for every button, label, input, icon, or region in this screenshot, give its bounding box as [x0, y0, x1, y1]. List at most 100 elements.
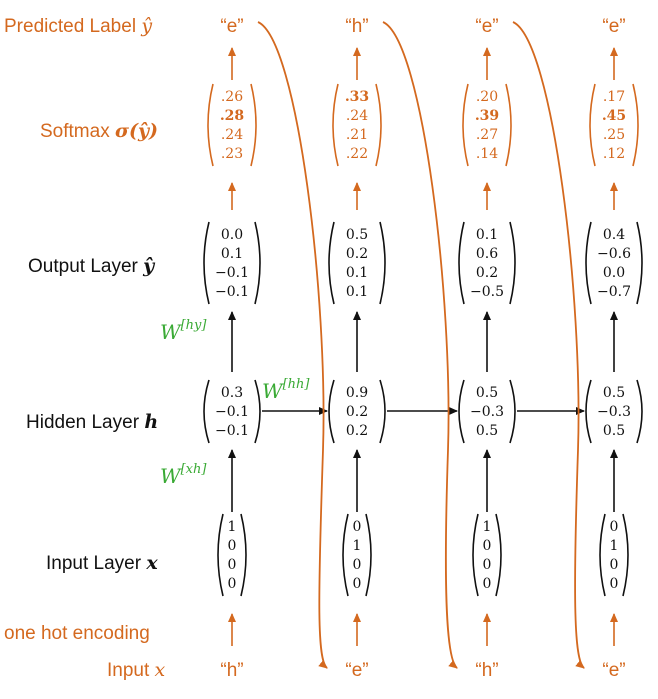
softmax-vector-value: .12 — [603, 146, 625, 162]
output-vector-right-paren — [636, 221, 643, 305]
output-vector-left-paren — [328, 221, 335, 305]
output-vector-value: 0.0 — [221, 227, 243, 243]
softmax-vector-right-paren — [250, 83, 257, 167]
input-char: “e” — [345, 660, 368, 681]
hidden-vector-right-paren — [636, 379, 643, 444]
softmax-vector-value: .27 — [476, 127, 498, 143]
softmax-vector-left-paren — [589, 83, 596, 167]
hidden-vector-right-paren — [509, 379, 516, 444]
onehot-vector-right-paren — [622, 513, 629, 597]
output-vector-right-paren — [379, 221, 386, 305]
output-vector-value: 0.0 — [603, 265, 625, 281]
output-vector-value: 0.1 — [346, 284, 368, 300]
output-vector-right-paren — [254, 221, 261, 305]
input-char-row-label: Input x — [107, 659, 166, 681]
onehot-vector-value: 1 — [353, 538, 362, 554]
weight-xh-label: W[xh] — [160, 462, 207, 488]
hidden-vector-value: −0.3 — [597, 404, 631, 420]
onehot-vector-value: 0 — [610, 557, 619, 573]
hidden-vector-value: 0.9 — [346, 385, 368, 401]
output-vector-value: −0.6 — [597, 246, 631, 262]
output-layer-row-label: Output Layer ŷ — [28, 255, 156, 277]
softmax-vector-value: .23 — [221, 146, 243, 162]
onehot-vector-value: 0 — [610, 519, 619, 535]
input-layer-row-label: Input Layer x — [46, 552, 158, 574]
softmax-vector-left-paren — [332, 83, 339, 167]
weight-hh-label: W[hh] — [262, 377, 310, 403]
softmax-vector-value: .24 — [221, 127, 243, 143]
softmax-vector-value: .24 — [346, 108, 368, 124]
feedback-curve-arrow — [382, 21, 458, 669]
output-vector-value: −0.1 — [215, 265, 249, 281]
hidden-vector-left-paren — [328, 379, 335, 444]
onehot-vector-left-paren — [342, 513, 349, 597]
onehot-vector-value: 0 — [483, 557, 492, 573]
one-hot-encoding-row-label: one hot encoding — [4, 623, 150, 644]
predicted-char: “e” — [475, 16, 498, 37]
onehot-vector-value: 0 — [228, 576, 237, 592]
output-vector-value: 0.6 — [476, 246, 498, 262]
input-char: “h” — [475, 660, 498, 681]
softmax-vector-right-paren — [632, 83, 639, 167]
feedback-curve-arrow — [257, 21, 328, 669]
hidden-vector-value: −0.1 — [215, 423, 249, 439]
predicted-char: “e” — [220, 16, 243, 37]
softmax-vector-right-paren — [505, 83, 512, 167]
softmax-vector-value: .39 — [475, 108, 499, 124]
onehot-vector-value: 1 — [610, 538, 619, 554]
hidden-vector-value: 0.3 — [221, 385, 243, 401]
onehot-vector-value: 0 — [483, 576, 492, 592]
onehot-vector-value: 1 — [483, 519, 492, 535]
hidden-vector-value: 0.2 — [346, 404, 368, 420]
onehot-vector-value: 1 — [228, 519, 237, 535]
softmax-vector-value: .14 — [476, 146, 498, 162]
hidden-vector-value: −0.3 — [470, 404, 504, 420]
hidden-vector-value: 0.2 — [346, 423, 368, 439]
hidden-layer-row-label: Hidden Layer h — [26, 411, 158, 433]
onehot-vector-value: 0 — [353, 519, 362, 535]
output-vector-value: 0.1 — [476, 227, 498, 243]
onehot-vector-right-paren — [495, 513, 502, 597]
input-char: “h” — [220, 660, 243, 681]
hidden-vector-value: 0.5 — [603, 423, 625, 439]
predicted-label-row-label: Predicted Label ŷ — [4, 15, 152, 37]
onehot-vector-left-paren — [472, 513, 479, 597]
hidden-vector-right-paren — [254, 379, 261, 444]
softmax-vector-value: .22 — [346, 146, 368, 162]
onehot-vector-value: 0 — [353, 557, 362, 573]
onehot-vector-right-paren — [240, 513, 247, 597]
hidden-vector-value: 0.5 — [603, 385, 625, 401]
softmax-vector-value: .25 — [603, 127, 625, 143]
hidden-vector-value: 0.5 — [476, 423, 498, 439]
output-vector-value: 0.5 — [346, 227, 368, 243]
onehot-vector-left-paren — [217, 513, 224, 597]
predicted-char: “e” — [602, 16, 625, 37]
hidden-vector-value: −0.1 — [215, 404, 249, 420]
output-vector-right-paren — [509, 221, 516, 305]
onehot-vector-value: 0 — [353, 576, 362, 592]
softmax-vector-left-paren — [462, 83, 469, 167]
onehot-vector-value: 0 — [228, 557, 237, 573]
hidden-vector-value: 0.5 — [476, 385, 498, 401]
softmax-vector-value: .45 — [602, 108, 626, 124]
output-vector-value: 0.1 — [346, 265, 368, 281]
feedback-curve-arrow — [512, 21, 585, 669]
onehot-vector-value: 0 — [483, 538, 492, 554]
output-vector-value: 0.1 — [221, 246, 243, 262]
softmax-vector-value: .26 — [221, 89, 243, 105]
output-vector-value: −0.5 — [470, 284, 504, 300]
output-vector-left-paren — [585, 221, 592, 305]
output-vector-left-paren — [458, 221, 465, 305]
output-vector-value: −0.7 — [597, 284, 631, 300]
hidden-vector-left-paren — [585, 379, 592, 444]
hidden-vector-right-paren — [379, 379, 386, 444]
hidden-vector-left-paren — [458, 379, 465, 444]
output-vector-left-paren — [203, 221, 210, 305]
predicted-char: “h” — [345, 16, 368, 37]
softmax-vector-value: .33 — [345, 89, 369, 105]
onehot-vector-right-paren — [365, 513, 372, 597]
output-vector-value: 0.4 — [603, 227, 625, 243]
onehot-vector-value: 0 — [610, 576, 619, 592]
softmax-vector-right-paren — [375, 83, 382, 167]
